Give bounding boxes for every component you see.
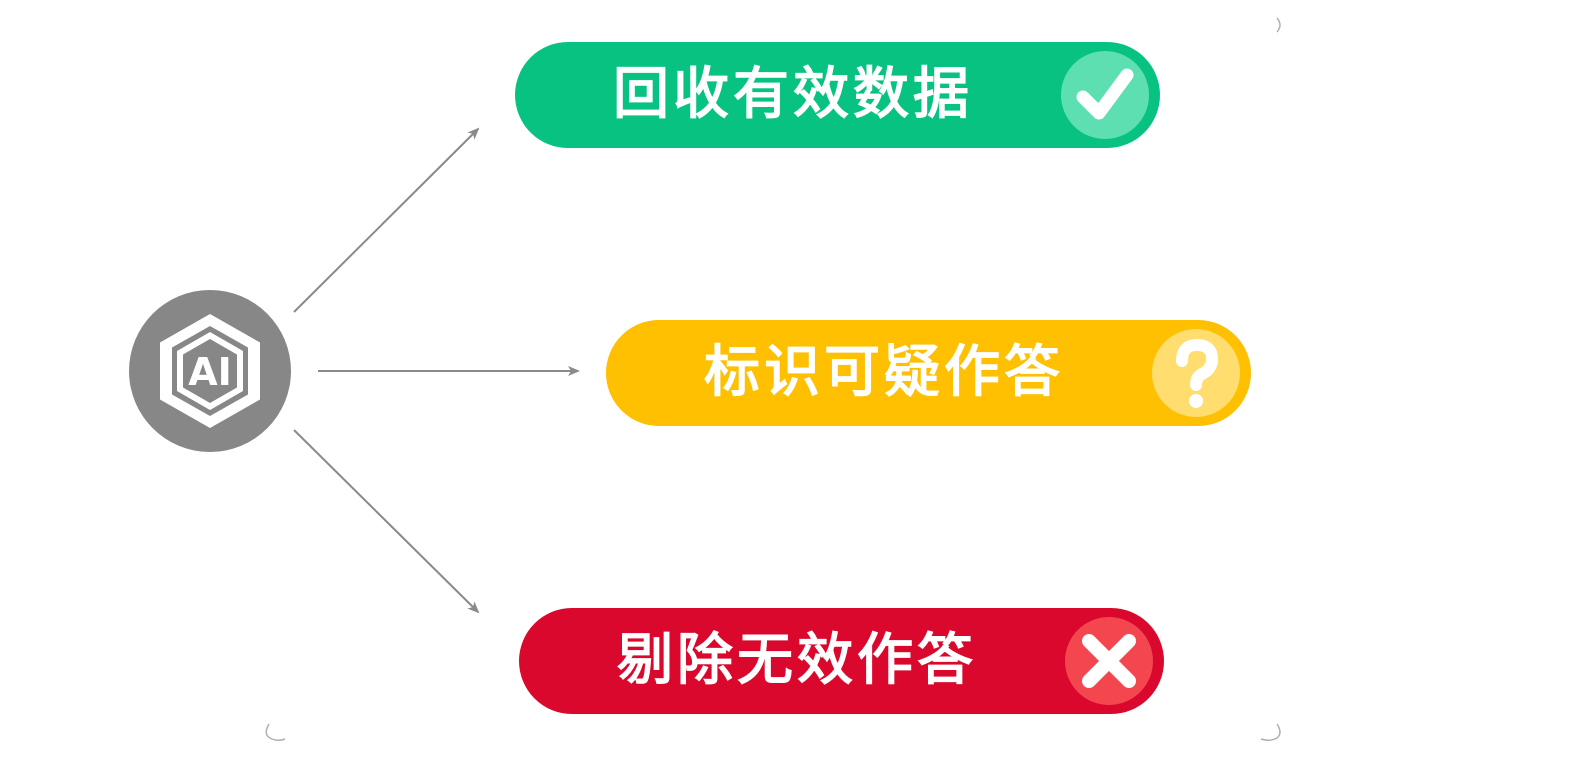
outcome-label: 回收有效数据 xyxy=(613,62,973,127)
check-icon xyxy=(1061,51,1149,139)
arrow-to-valid-data xyxy=(293,127,480,313)
corner-mark-bottom-left xyxy=(265,723,286,742)
question-icon xyxy=(1152,329,1240,417)
ai-hexagon-icon: AI xyxy=(129,290,291,452)
outcome-valid-data: 回收有效数据 xyxy=(515,42,1160,148)
outcome-invalid: 剔除无效作答 xyxy=(519,608,1164,714)
corner-mark-bottom-right xyxy=(1260,723,1281,742)
ai-badge-text: AI xyxy=(188,350,232,394)
cross-icon xyxy=(1065,617,1153,705)
ai-node: AI xyxy=(129,290,291,452)
outcome-label: 标识可疑作答 xyxy=(704,340,1064,405)
arrow-to-invalid xyxy=(293,429,480,614)
outcome-label: 剔除无效作答 xyxy=(617,628,977,693)
outcome-suspicious: 标识可疑作答 xyxy=(606,320,1251,426)
corner-mark-top-right xyxy=(1276,17,1281,33)
